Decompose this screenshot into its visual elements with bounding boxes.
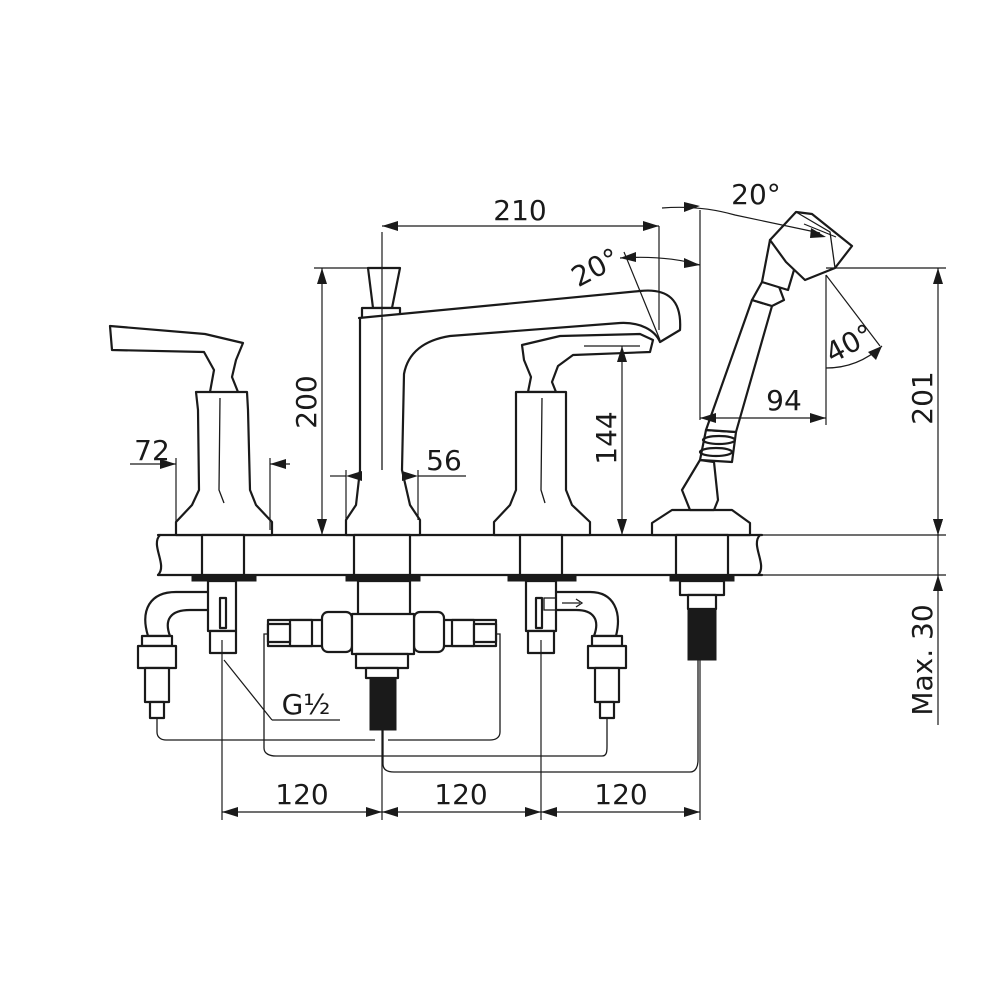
dimension-max-30: Max. 30	[906, 519, 943, 725]
dimension-label-max-30: Max. 30	[906, 604, 939, 715]
dimension-label-40: 40°	[820, 317, 879, 369]
dimension-201: 201	[906, 268, 943, 535]
under-deck-fittings	[136, 574, 735, 731]
dimension-label-spacing-1: 120	[275, 778, 328, 811]
hose-routing	[156, 633, 699, 773]
dimension-label-spacing-2: 120	[434, 778, 487, 811]
dimension-label-94: 94	[766, 384, 802, 417]
dimension-label-20-top: 20°	[731, 178, 781, 211]
dimension-144: 144	[590, 346, 627, 535]
dimension-label-144: 144	[590, 411, 623, 464]
right-valve-handle	[492, 332, 655, 577]
dimension-label-20-spout: 20°	[566, 241, 625, 293]
dimension-label-201: 201	[906, 371, 939, 424]
dimension-label-56: 56	[426, 444, 462, 477]
left-valve-handle	[108, 324, 274, 577]
dimension-210: 210	[382, 194, 659, 231]
extension-lines	[175, 210, 946, 820]
dimension-94: 94	[700, 384, 826, 423]
dimension-label-spacing-3: 120	[594, 778, 647, 811]
dimension-20-degree-top: 20°	[661, 178, 837, 238]
dimension-label-200: 200	[290, 375, 323, 428]
dimension-56: 56	[330, 444, 466, 481]
dimension-200: 200	[290, 268, 327, 535]
hand-shower	[650, 210, 854, 577]
dimension-40-degree: 40°	[820, 274, 883, 370]
dimension-label-72: 72	[134, 434, 170, 467]
dimension-label-210: 210	[493, 194, 546, 227]
dimension-72: 72	[130, 434, 290, 469]
dimension-spacing: 120 120 120	[222, 778, 700, 817]
thread-label: G½	[282, 688, 331, 721]
thread-callout: G½	[223, 659, 340, 721]
deck-plate	[155, 533, 764, 577]
